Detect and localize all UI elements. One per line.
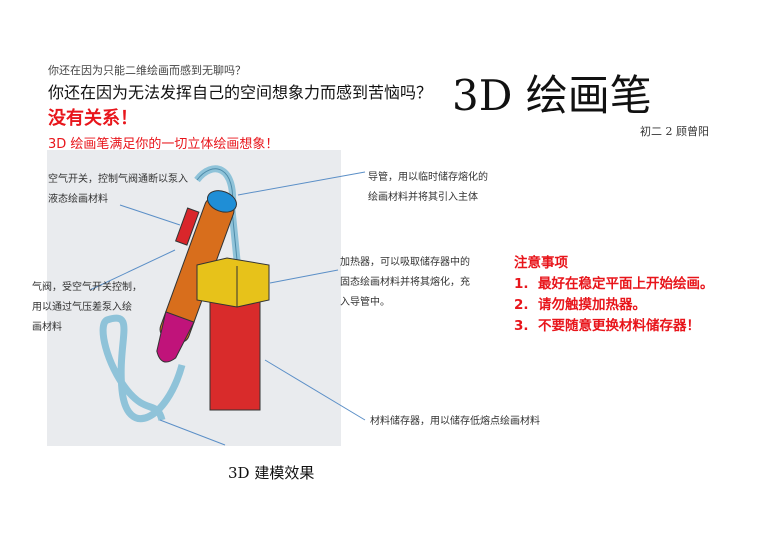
label-line: 画材料 (32, 322, 62, 333)
note-text: 不要随意更换材料储存器！ (538, 318, 700, 334)
author: 初二 2 顾曾阳 (640, 125, 709, 138)
note-number: 1. (514, 276, 529, 292)
model-caption: 3D 建模效果 (228, 464, 315, 482)
notes: 注意事项 1. 最好在稳定平面上开始绘画。 2. 请勿触摸加热器。 3. 不要随意更换… (514, 253, 714, 337)
label-valve: 气阀，受空气开关控制， 用以通过气压差泵入绘画材料 (32, 278, 142, 338)
pen-illustration (99, 165, 270, 423)
label-line: 用以通过气压差泵入绘 (32, 302, 132, 313)
notes-title: 注意事项 (514, 255, 568, 271)
intro-line-1: 你还在因为只能二维绘画而感到无聊吗？ (48, 64, 246, 77)
intro-line-2: 你还在因为无法发挥自己的空间想象力而感到苦恼吗？ (48, 83, 433, 102)
3d-model-image (47, 150, 341, 446)
label-line: 液态绘画材料 (48, 194, 108, 205)
label-storage: 材料储存器，用以储存低熔点绘画材料 (370, 416, 540, 427)
note-text: 最好在稳定平面上开始绘画。 (538, 276, 714, 292)
intro-line-3: 没有关系！ (48, 108, 138, 129)
label-heater: 加热器，可以吸取储存器中的固态绘画材料并将其熔化，充入导管中。 (340, 253, 470, 313)
label-line: 加热器，可以吸取储存器中的 (340, 257, 470, 268)
label-line: 入导管中。 (340, 297, 390, 308)
label-line: 固态绘画材料并将其熔化，充 (340, 277, 470, 288)
note-item: 1. 最好在稳定平面上开始绘画。 (514, 274, 714, 295)
note-number: 3. (514, 318, 529, 334)
label-air-switch: 空气开关，控制气阀通断以泵入液态绘画材料 (48, 170, 188, 210)
label-line: 气阀，受空气开关控制， (32, 282, 142, 293)
label-line: 绘画材料并将其引入主体 (368, 192, 478, 203)
label-line: 空气开关，控制气阀通断以泵入 (48, 174, 188, 185)
page-title: 3D 绘画笔 (452, 71, 652, 120)
label-line: 导管，用以临时储存熔化的 (368, 172, 488, 183)
note-text: 请勿触摸加热器。 (538, 297, 646, 313)
note-item: 2. 请勿触摸加热器。 (514, 295, 714, 316)
label-tube: 导管，用以临时储存熔化的绘画材料并将其引入主体 (368, 168, 488, 208)
note-item: 3. 不要随意更换材料储存器！ (514, 316, 714, 337)
note-number: 2. (514, 297, 529, 313)
intro-line-4: 3D 绘画笔满足你的一切立体绘画想象！ (48, 137, 279, 152)
